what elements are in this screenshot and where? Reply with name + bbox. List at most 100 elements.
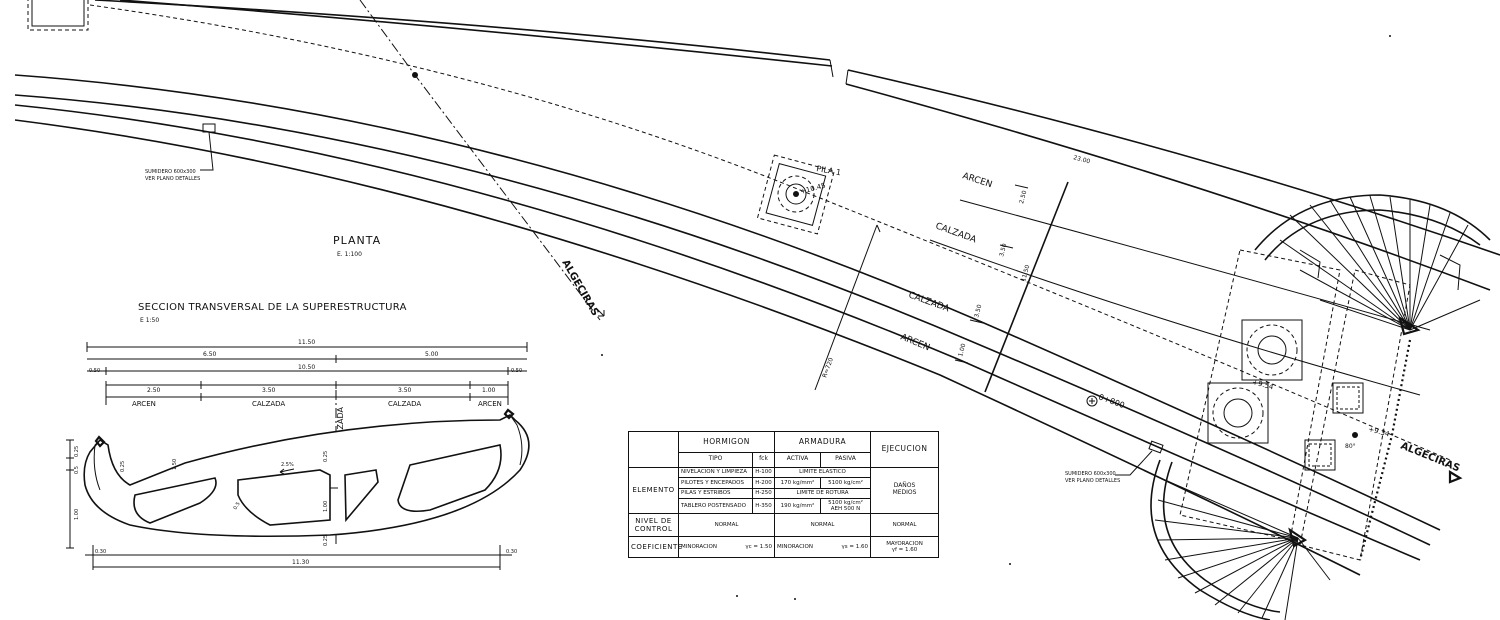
slope-label: 2.5%: [281, 462, 294, 468]
direction-label-right: ALGECIRAS: [1399, 441, 1461, 475]
right-piers: [1179, 249, 1412, 561]
pasiva-elastic: 5100 kg/cm²: [820, 477, 872, 489]
materials-table: HORMIGON ARMADURA EJECUCION TIPO fck ACT…: [628, 430, 940, 559]
concrete-fck-1: H-100: [751, 466, 776, 479]
sub-activa: ACTIVA: [774, 452, 822, 468]
pasiva-rupture: 5100 kg/cm²: [828, 499, 863, 506]
activa-elastic: 170 kg/mm²: [774, 477, 822, 489]
section-title: SECCION TRANSVERSAL DE LA SUPERESTRUCTUR…: [138, 302, 407, 313]
dim-edge-left: 0.50: [89, 368, 100, 374]
dim-bottom-right: 0.30: [506, 549, 517, 555]
ejecucion-line2: MEDIOS: [892, 489, 917, 497]
plan-view: PLANTA E. 1:100 PILA 1 +10.45 ALGECIRAS …: [14, 0, 1500, 620]
dim-inner: 10.50: [298, 364, 315, 371]
pier-label: PILA 1: [816, 164, 842, 177]
sub-fck: fck: [751, 452, 776, 468]
chainage-label: 0+800: [1097, 392, 1126, 410]
ejecucion-cell: DAÑOS MEDIOS: [870, 466, 940, 514]
level-b: +9.34: [1367, 425, 1390, 438]
vdim-9: 0.25: [323, 535, 329, 546]
plan-scale: E. 1:100: [337, 251, 362, 258]
dim-right-part: 5.00: [425, 351, 439, 358]
drain-right-line1: SUMIDERO 600x300: [1065, 471, 1116, 477]
concrete-type-3: PILAS Y ESTRIBOS: [678, 487, 753, 500]
dimension-total: 11.50: [1020, 264, 1031, 283]
concrete-type-4: TABLERO POSTENSADO: [678, 498, 753, 514]
row-elemento: ELEMENTO: [628, 466, 679, 514]
dim-bottom: 11.30: [292, 559, 309, 566]
section-scale: E 1:50: [140, 317, 159, 324]
cross-section: SECCION TRANSVERSAL DE LA SUPERESTRUCTUR…: [66, 302, 530, 570]
concrete-type-1: NIVELACION Y LIMPIEZA: [678, 466, 753, 479]
pier-level: +10.45: [799, 181, 826, 195]
dim-arcen-bottom: 1.00: [957, 343, 967, 358]
dim-bottom-left: 0.30: [95, 549, 106, 555]
lane-label-arcen-bottom: ARCEN: [899, 333, 931, 354]
activa-rupture: 190 kg/mm²: [774, 498, 822, 514]
coef-h-label: MINORACION: [681, 543, 717, 550]
concrete-fck-4: H-350: [751, 498, 776, 514]
rupture-limit-label: LIMITE DE ROTURA: [774, 487, 872, 500]
bottom-angle: 80°: [1345, 443, 1356, 450]
lane-name-3: CALZADA: [388, 400, 421, 408]
coef-ejecucion: MAYORACION γf = 1.60: [870, 535, 940, 559]
vdim-8: 1.00: [323, 501, 329, 512]
lane-label-arcen-top: ARCEN: [961, 171, 993, 190]
coef-a-value: γs = 1.60: [841, 543, 869, 550]
drain-right-line2: VER PLANO DETALLES: [1065, 478, 1120, 484]
control-ejecucion: NORMAL: [870, 512, 940, 537]
dim-calzada-2: 3.50: [973, 304, 983, 319]
drain-left-line1: SUMIDERO 600x300: [145, 169, 196, 175]
lane-label-calzada-1: CALZADA: [934, 221, 978, 245]
drain-left-line2: VER PLANO DETALLES: [145, 176, 200, 182]
table-corner: [628, 431, 679, 468]
row-coeficiente: COEFICIENTE: [628, 535, 682, 559]
coef-e-label: MAYORACION: [886, 540, 923, 547]
row-control: NIVEL DE CONTROL: [628, 512, 679, 537]
vdim-7: 0.25: [323, 451, 329, 462]
vdim-2: 0.5: [74, 466, 80, 474]
pasiva-note: AEH 500 N: [830, 506, 861, 513]
lane-label-calzada-2: CALZADA: [907, 290, 951, 314]
sub-tipo: TIPO: [678, 452, 753, 468]
vdim-6: 0.5: [233, 501, 242, 511]
lane-dim-4: 1.00: [482, 387, 496, 394]
lane-dim-1: 2.50: [147, 387, 161, 394]
dimension-top: 23.00: [1072, 154, 1091, 165]
coef-hormigon: MINORACION γc = 1.50: [677, 535, 776, 559]
pier-1: [756, 154, 835, 235]
coef-armadura: MINORACION γs = 1.60: [774, 535, 872, 559]
embankment-fan-top: [1254, 194, 1491, 336]
dim-left-part: 6.50: [203, 351, 217, 358]
pasiva-rupture-cell: 5100 kg/cm² AEH 500 N: [820, 498, 872, 514]
vdim-5: 1.50: [172, 459, 178, 470]
lane-name-1: ARCEN: [132, 400, 156, 408]
concrete-fck-3: H-250: [751, 487, 776, 500]
header-armadura: ARMADURA: [774, 430, 872, 454]
lane-name-2: CALZADA: [252, 400, 285, 408]
lane-name-4: ARCEN: [478, 400, 502, 408]
dim-edge-right: 0.50: [511, 368, 522, 374]
ejecucion-line1: DAÑOS: [893, 482, 916, 490]
header-ejecucion: EJECUCION: [870, 431, 940, 468]
row-control-line2: CONTROL: [634, 524, 673, 533]
control-hormigon: NORMAL: [677, 512, 776, 537]
header-hormigon: HORMIGON: [677, 430, 776, 454]
dim-total-top: 11.50: [298, 339, 315, 346]
lane-dim-3: 3.50: [398, 387, 412, 394]
dim-calzada-1: 3.50: [998, 243, 1008, 258]
coef-a-label: MINORACION: [777, 543, 813, 550]
coef-h-value: γc = 1.50: [745, 543, 773, 550]
direction-label-upper: ALGECIRAS: [559, 258, 600, 318]
elastic-limit-label: LIMITE ELASTICO: [774, 466, 872, 479]
dim-arcen-top: 2.50: [1018, 190, 1028, 205]
concrete-type-2: PILOTES Y ENCEPADOS: [678, 477, 753, 489]
row-control-line1: NIVEL DE: [635, 516, 672, 525]
sub-pasiva: PASIVA: [820, 452, 872, 468]
concrete-fck-2: H-200: [751, 477, 776, 489]
lane-dim-2: 3.50: [262, 387, 276, 394]
plan-title: PLANTA: [333, 234, 381, 247]
vdim-1: 0.25: [74, 446, 80, 457]
control-armadura: NORMAL: [774, 512, 872, 537]
